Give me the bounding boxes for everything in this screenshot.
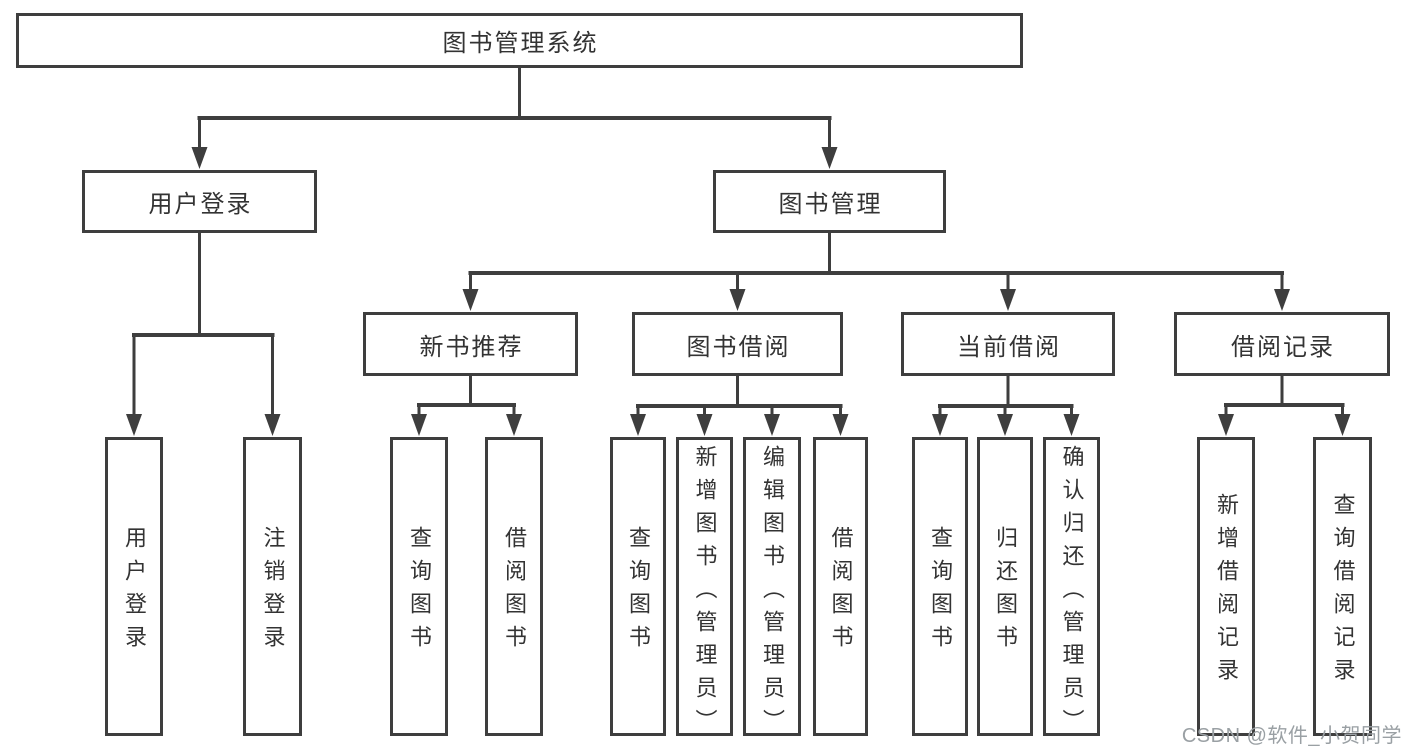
arrowhead-icon [1063, 414, 1080, 436]
arrowhead-icon [411, 414, 427, 436]
csdn-watermark: CSDN @软件_小贺同学 [1181, 725, 1402, 747]
arrowhead-icon [191, 147, 208, 169]
connector-group-borrow-records [1218, 375, 1351, 436]
arrowhead-icon [932, 414, 948, 436]
arrowhead-icon [764, 414, 780, 436]
arrowhead-icon [264, 414, 281, 436]
connector-group-user-login [126, 232, 281, 436]
arrowhead-icon [1334, 414, 1351, 436]
connector-group-new-book-rec [411, 375, 522, 436]
arrowhead-icon [1218, 414, 1234, 436]
arrowhead-icon [997, 414, 1013, 436]
arrowhead-icon [832, 414, 849, 436]
connector-group-current-borrow [932, 375, 1080, 436]
arrowhead-icon [696, 414, 713, 436]
connector-group-book-mgmt [462, 232, 1290, 311]
arrowhead-icon [821, 147, 838, 169]
arrowhead-icon [729, 289, 746, 311]
connector-group-root [191, 67, 838, 169]
arrowhead-icon [1000, 289, 1016, 311]
arrowhead-icon [126, 414, 142, 436]
arrowhead-icon [1274, 289, 1290, 311]
connector-group-book-borrow [630, 375, 849, 436]
arrowhead-icon [462, 289, 479, 311]
arrowhead-icon [630, 414, 646, 436]
arrowhead-icon [506, 414, 522, 436]
